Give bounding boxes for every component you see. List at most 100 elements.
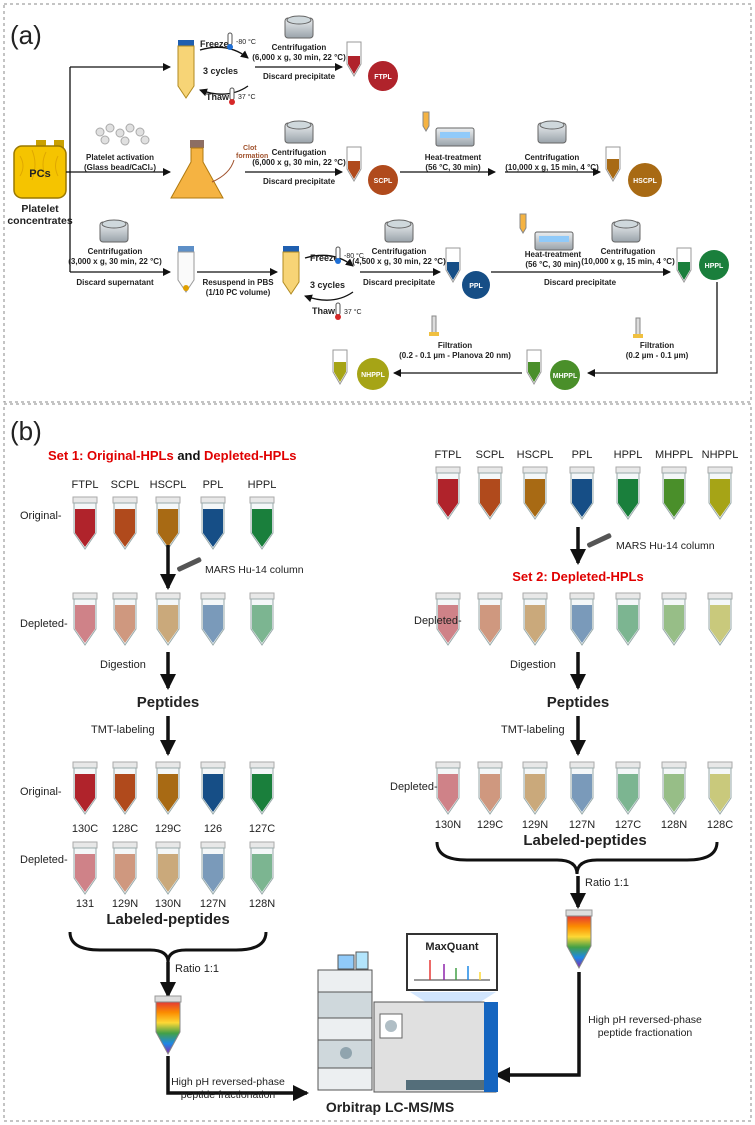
row2-heat-2: (56 °C, 30 min) bbox=[425, 163, 481, 172]
set2-lab-tube-hppl bbox=[615, 761, 641, 815]
resuspended-tube-icon bbox=[282, 246, 300, 295]
set2-tag-5: 128N bbox=[661, 819, 687, 831]
flask-icon bbox=[170, 140, 224, 199]
set2-depl-tube-scpl bbox=[477, 592, 503, 646]
set2-depl-tube-hppl bbox=[615, 592, 641, 646]
set2-tag-0: 130N bbox=[435, 819, 461, 831]
row1-freeze: Freeze bbox=[200, 39, 229, 49]
centrifuge-icon-2 bbox=[284, 120, 314, 144]
set1-depl-tube-ppl bbox=[200, 592, 226, 646]
nhppl-product: NHPPL bbox=[361, 372, 385, 379]
hppl-tube-icon bbox=[676, 247, 692, 283]
set2-labeled-tubes bbox=[435, 761, 733, 815]
set2-column-label: MARS Hu-14 column bbox=[616, 540, 715, 552]
row2-activation-2: (Glass bead/CaCl₂) bbox=[84, 163, 156, 172]
syringe-filter-icon bbox=[633, 317, 643, 338]
row3-cycles: 3 cycles bbox=[310, 280, 345, 290]
set2-ratio: Ratio 1:1 bbox=[585, 877, 629, 889]
set1-orig-tube-ftpl bbox=[72, 496, 98, 550]
row3-heat-2: (56 °C, 30 min) bbox=[525, 260, 581, 269]
set2-tmt: TMT-labeling bbox=[501, 724, 565, 736]
mhppl-tube-icon bbox=[526, 349, 542, 385]
row3-heat-1: Heat-treatment bbox=[525, 250, 582, 259]
set1-orig-tube-hppl bbox=[249, 496, 275, 550]
row4-filt1-2: (0.2 µm - 0.1 µm) bbox=[626, 351, 689, 360]
set2-orig-tube-ftpl bbox=[435, 466, 461, 520]
mars-column-icon-2 bbox=[587, 533, 612, 548]
set1-depleted-label: Depleted- bbox=[20, 618, 68, 630]
set1-orig-tube-scpl bbox=[112, 496, 138, 550]
centrifuge-icon-5 bbox=[384, 219, 414, 243]
set2-tag-4: 127C bbox=[615, 819, 641, 831]
set1-lab-depl-tube-hscpl bbox=[155, 841, 181, 895]
set1-lab-orig-tube-hppl bbox=[249, 761, 275, 815]
clot-label-2: formation bbox=[236, 153, 268, 160]
set1-depl-tag-3: 127N bbox=[200, 898, 226, 910]
conical-tube-icon bbox=[177, 40, 195, 99]
set2-tag-3: 127N bbox=[569, 819, 595, 831]
set1-lab-orig-tube-ftpl bbox=[72, 761, 98, 815]
set1-lab-depl-tube-hppl bbox=[249, 841, 275, 895]
centrifuge-icon-6 bbox=[611, 219, 641, 243]
set1-lab-orig-tube-ppl bbox=[200, 761, 226, 815]
set1-title: Set 1: Original-HPLs and Depleted-HPLs bbox=[48, 448, 297, 463]
row1-centrifuge-1: Centrifugation bbox=[272, 43, 327, 52]
set2-header-5: MHPPL bbox=[655, 449, 693, 461]
set2-header-0: FTPL bbox=[435, 449, 462, 461]
set2-lab-tube-ftpl bbox=[435, 761, 461, 815]
ppl-tube-icon bbox=[445, 247, 461, 283]
set2-orig-tube-hscpl bbox=[522, 466, 548, 520]
row3-thaw-temp: 37 °C bbox=[344, 308, 362, 316]
set2-orig-tube-mhppl bbox=[661, 466, 687, 520]
set2-header-4: HPPL bbox=[614, 449, 643, 461]
set2-labeled-peptides: Labeled-peptides bbox=[523, 832, 646, 849]
row3-resuspend-2: (1/10 PC volume) bbox=[206, 288, 271, 297]
set2-orig-tube-scpl bbox=[477, 466, 503, 520]
panel-a-label: (a) bbox=[10, 20, 42, 50]
row1-freeze-temp: -80 °C bbox=[236, 38, 256, 46]
set1-depl-tag-0: 131 bbox=[76, 898, 94, 910]
pcs-caption-1: Platelet bbox=[21, 203, 59, 215]
ftpl-tube-icon bbox=[346, 41, 362, 77]
set1-depleted-label-2: Depleted- bbox=[20, 854, 68, 866]
set2-digestion: Digestion bbox=[510, 659, 556, 671]
set1-depl-tube-hppl bbox=[249, 592, 275, 646]
scpl-product: SCPL bbox=[374, 178, 393, 185]
ftpl-circle bbox=[368, 61, 398, 91]
set1-lab-orig-tube-hscpl bbox=[155, 761, 181, 815]
set1-orig-tag-3: 126 bbox=[204, 823, 222, 835]
set2-title: Set 2: Depleted-HPLs bbox=[512, 569, 643, 584]
hppl-circle bbox=[699, 250, 729, 280]
set2-lab-tube-hscpl bbox=[522, 761, 548, 815]
set2-lab-tube-ppl bbox=[569, 761, 595, 815]
row2-centrifuge-2: (6,000 x g, 30 min, 22 °C) bbox=[252, 158, 346, 167]
set2-tag-1: 129C bbox=[477, 819, 503, 831]
mhppl-circle bbox=[550, 360, 580, 390]
set1-title-a: Set 1: Original-HPLs bbox=[48, 448, 174, 463]
set2-header-1: SCPL bbox=[476, 449, 505, 461]
set2-depleted-label-2: Depleted- bbox=[390, 781, 438, 793]
set1-ratio: Ratio 1:1 bbox=[175, 963, 219, 975]
row1-thaw-temp: 37 °C bbox=[238, 93, 256, 101]
set2-tag-6: 128C bbox=[707, 819, 733, 831]
set2-depl-tube-hscpl bbox=[522, 592, 548, 646]
set2-depl-tube-nhppl bbox=[707, 592, 733, 646]
row3-freeze-temp: -80 °C bbox=[344, 252, 364, 260]
row2-heat-1: Heat-treatment bbox=[425, 153, 482, 162]
set1-tmt: TMT-labeling bbox=[91, 724, 155, 736]
set1-header-3: PPL bbox=[203, 479, 224, 491]
panel-b-frame bbox=[3, 403, 752, 1122]
mars-column-icon bbox=[177, 557, 202, 572]
row1-cycles: 3 cycles bbox=[203, 66, 238, 76]
panel-b-label: (b) bbox=[10, 416, 42, 446]
lc-system-icon bbox=[317, 951, 373, 1091]
set2-orig-tube-ppl bbox=[569, 466, 595, 520]
set1-depl-tube-ftpl bbox=[72, 592, 98, 646]
set1-labeled-original-tubes bbox=[72, 761, 275, 815]
row2-centrifuge2-2: (10,000 x g, 15 min, 4 °C) bbox=[505, 163, 599, 172]
cold-thermometer-icon bbox=[227, 32, 233, 50]
